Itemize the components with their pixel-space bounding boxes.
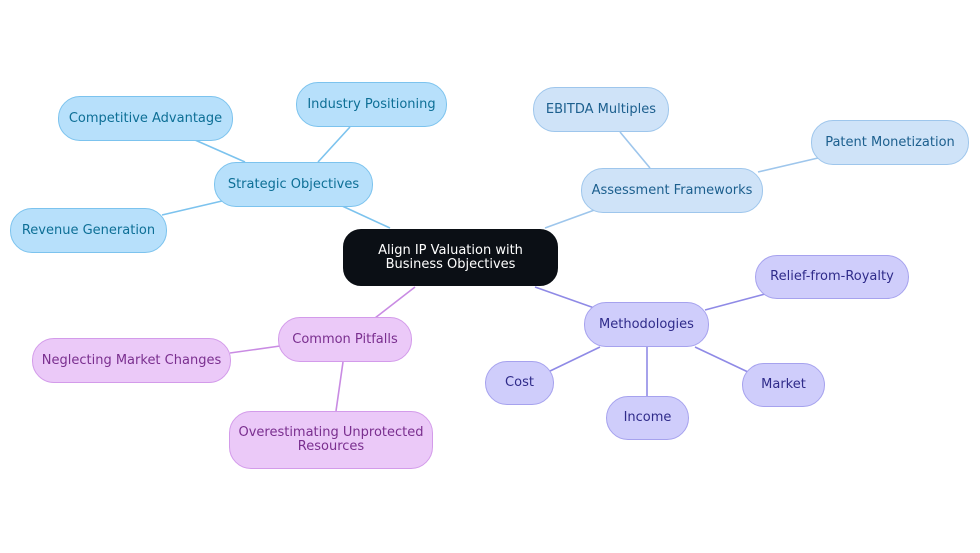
edge-pitfalls-neglecting xyxy=(229,345,281,354)
branch-strategic-objectives: Strategic Objectives xyxy=(214,162,373,207)
leaf-income: Income xyxy=(606,396,689,440)
edge-assessment-patent xyxy=(757,157,819,173)
branch-assessment-frameworks: Assessment Frameworks xyxy=(581,168,763,213)
branch-common-pitfalls: Common Pitfalls xyxy=(278,317,412,362)
edge-center-assessment xyxy=(544,207,601,229)
edge-strategic-competitive xyxy=(194,139,246,163)
edge-center-strategic xyxy=(339,204,391,229)
leaf-industry-positioning: Industry Positioning xyxy=(296,82,447,127)
edge-methodologies-royalty xyxy=(704,293,766,311)
leaf-relief-from-royalty: Relief-from-Royalty xyxy=(755,255,909,299)
branch-methodologies: Methodologies xyxy=(584,302,709,347)
central-topic-node: Align IP Valuation with Business Objecti… xyxy=(343,229,558,286)
leaf-overestimating-unprotected-resources: Overestimating Unprotected Resources xyxy=(229,411,433,469)
leaf-revenue-generation: Revenue Generation xyxy=(10,208,167,253)
edge-methodologies-market xyxy=(694,346,749,373)
edge-assessment-ebitda xyxy=(619,131,651,169)
edge-pitfalls-overestimating xyxy=(335,361,344,412)
edge-strategic-revenue xyxy=(161,200,223,216)
edge-center-methodologies xyxy=(534,286,601,311)
leaf-market: Market xyxy=(742,363,825,407)
leaf-cost: Cost xyxy=(485,361,554,405)
edge-strategic-industry xyxy=(317,126,351,163)
edge-methodologies-cost xyxy=(547,346,601,373)
leaf-patent-monetization: Patent Monetization xyxy=(811,120,969,165)
leaf-ebitda-multiples: EBITDA Multiples xyxy=(533,87,669,132)
edge-center-pitfalls xyxy=(374,286,416,319)
leaf-competitive-advantage: Competitive Advantage xyxy=(58,96,233,141)
leaf-neglecting-market-changes: Neglecting Market Changes xyxy=(32,338,231,383)
